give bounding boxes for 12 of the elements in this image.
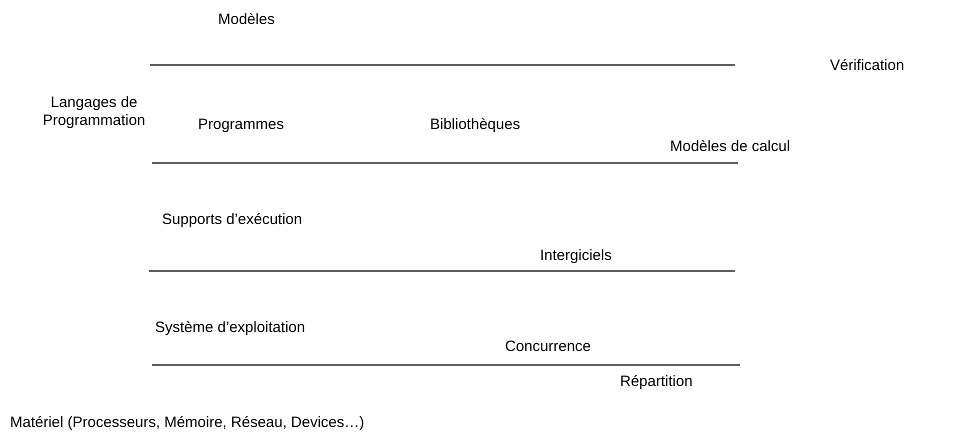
layer-label: Concurrence [505,338,591,356]
layer-label: Système d’exploitation [155,319,306,337]
layer-label: Matériel (Processeurs, Mémoire, Réseau, Devices…) [10,414,364,432]
layer-label: Vérification [830,57,904,75]
layer-label: Modèles de calcul [670,138,790,156]
layer-label: Langages de Programmation [42,94,146,130]
layer-label: Répartition [620,373,693,391]
layer-label: Supports d’exécution [162,211,302,229]
layer-label: Bibliothèques [430,116,520,134]
layer-label: Modèles [218,11,275,29]
layer-label: Programmes [198,116,284,134]
layer-label: Intergiciels [540,247,612,265]
